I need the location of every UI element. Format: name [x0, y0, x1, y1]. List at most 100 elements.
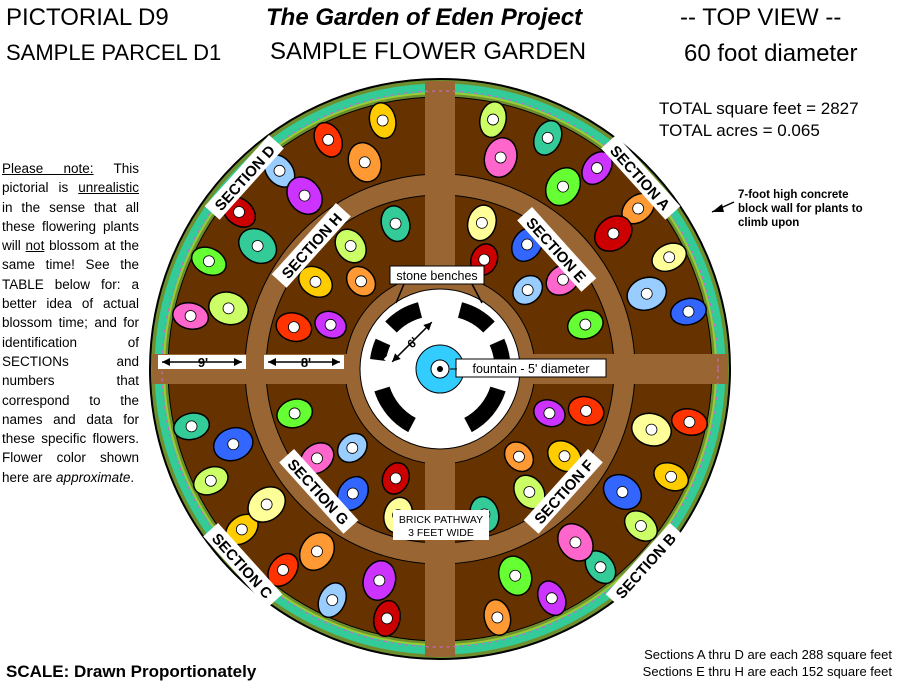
note-heading: Please note: — [2, 161, 94, 176]
note-text-4: . — [130, 469, 135, 485]
note-not: not — [25, 238, 45, 254]
project-title: The Garden of Eden Project — [266, 4, 583, 31]
wall-note: 7-foot high concrete block wall for plan… — [738, 189, 863, 229]
flower-bed-marker — [607, 227, 620, 240]
flower-bed-marker — [185, 420, 198, 433]
flower-bed-marker — [288, 407, 301, 420]
fountain-label: fountain - 5' diameter — [472, 362, 589, 376]
flower-bed-marker — [557, 180, 569, 193]
flower-bed-marker — [591, 162, 603, 174]
note-paragraph: Please note: This pictorial is unrealist… — [2, 159, 139, 487]
section-c-label: SECTION C — [208, 530, 275, 602]
flower-bed-marker — [494, 151, 507, 164]
flower-bed-marker — [632, 202, 645, 215]
section-a-label: SECTION A — [606, 143, 673, 215]
flower-bed-marker — [358, 156, 371, 169]
flower-beds — [161, 90, 719, 648]
flower-bed-marker — [202, 255, 215, 268]
dimension-outer-label: 9' — [198, 355, 208, 370]
flower-bed-marker — [324, 318, 337, 331]
flower-bed-marker — [373, 574, 386, 587]
flower-bed-marker — [287, 321, 300, 334]
flower-bed-marker — [645, 423, 658, 436]
flower-bed-marker — [381, 612, 393, 625]
totals-block: TOTAL square feet = 2827 TOTAL acres = 0… — [659, 98, 859, 142]
note-text-2: in the sense that all these flowering pl… — [2, 199, 139, 254]
section-h-label: SECTION H — [279, 210, 346, 282]
pathway-label-line2: 3 FEET WIDE — [408, 527, 474, 539]
pathway-label-line1: BRICK PATHWAY — [399, 514, 483, 526]
flower-bed-marker — [557, 273, 569, 286]
flower-bed-marker — [521, 238, 534, 251]
flower-bed-marker — [311, 545, 323, 558]
flower-bed-marker — [251, 240, 264, 252]
flower-bed-marker — [682, 305, 695, 318]
sections-footer-line2: Sections E thru H are each 152 square fe… — [642, 664, 892, 679]
flower-bed-marker — [579, 318, 592, 331]
flower-bed-marker — [389, 217, 402, 230]
pictorial-title: PICTORIAL D9 — [6, 4, 169, 31]
dimension-inner-label: 8' — [301, 355, 311, 370]
note-approximate: approximate — [56, 469, 131, 485]
flower-bed-marker — [491, 611, 504, 624]
flower-bed-marker — [616, 486, 629, 498]
flower-bed-marker — [541, 131, 554, 144]
flower-bed-marker — [475, 216, 488, 229]
flower-bed-marker — [311, 452, 323, 465]
sections-footer-line1: Sections A thru D are each 288 square fe… — [644, 647, 892, 662]
parcel-subtitle: SAMPLE PARCEL D1 — [6, 40, 222, 65]
total-acres: TOTAL acres = 0.065 — [659, 121, 820, 140]
flower-bed-marker — [558, 450, 571, 463]
garden-subtitle: SAMPLE FLOWER GARDEN — [270, 38, 587, 65]
flower-bed-marker — [521, 284, 534, 296]
flower-bed-marker — [683, 416, 696, 428]
flower-bed-marker — [277, 564, 289, 576]
flower-bed-marker — [569, 536, 582, 549]
flower-bed-marker — [594, 561, 607, 574]
flower-bed-marker — [233, 206, 245, 218]
section-e-label: SECTION E — [522, 215, 589, 286]
flower-bed-marker — [487, 113, 499, 126]
flower-bed-marker — [227, 438, 240, 451]
wall-climbing-plants — [161, 90, 719, 648]
stone-benches-label: stone benches — [396, 269, 477, 283]
dimension-bench: 6' — [383, 313, 441, 371]
flower-bed-marker — [665, 470, 678, 483]
flower-bed-marker — [298, 189, 311, 202]
section-b-label: SECTION B — [613, 530, 680, 602]
flower-bed-marker — [355, 275, 367, 288]
total-square-feet: TOTAL square feet = 2827 — [659, 99, 859, 118]
view-title: -- TOP VIEW -- — [680, 4, 842, 31]
sections-footer: Sections A thru D are each 288 square fe… — [596, 646, 892, 680]
flower-bed-marker — [322, 133, 335, 146]
flower-bed-marker — [389, 472, 402, 485]
flower-bed-marker — [260, 498, 273, 511]
flower-bed-marker — [663, 251, 676, 264]
section-g-label: SECTION G — [284, 456, 352, 529]
flower-bed-marker — [344, 240, 357, 252]
flower-bed-marker — [204, 474, 217, 487]
flower-bed-marker — [222, 302, 235, 315]
flower-bed-marker — [543, 407, 556, 420]
flower-bed-marker — [478, 253, 491, 266]
flower-bed-marker — [513, 450, 525, 463]
flower-bed-marker — [635, 520, 647, 532]
dimension-outer: 9' — [158, 355, 246, 370]
flower-bed-marker — [309, 275, 322, 288]
flower-bed-marker — [640, 287, 653, 300]
section-d-label: SECTION D — [212, 142, 279, 214]
dimension-inner: 8' — [264, 355, 344, 370]
scale-label: SCALE: Drawn Proportionately — [6, 662, 257, 681]
section-f-label: SECTION F — [531, 457, 597, 528]
flower-bed-marker — [545, 592, 558, 605]
flower-bed-marker — [184, 310, 197, 322]
flower-bed-marker — [376, 114, 389, 127]
note-unrealistic: unrealistic — [78, 180, 139, 196]
flower-bed-marker — [509, 569, 522, 582]
flower-bed-marker — [580, 404, 593, 417]
flower-bed-marker — [346, 442, 359, 454]
note-text-3: blossom at the same time! See the TABLE … — [2, 238, 140, 485]
note-text-1: This pictorial is — [2, 161, 139, 196]
